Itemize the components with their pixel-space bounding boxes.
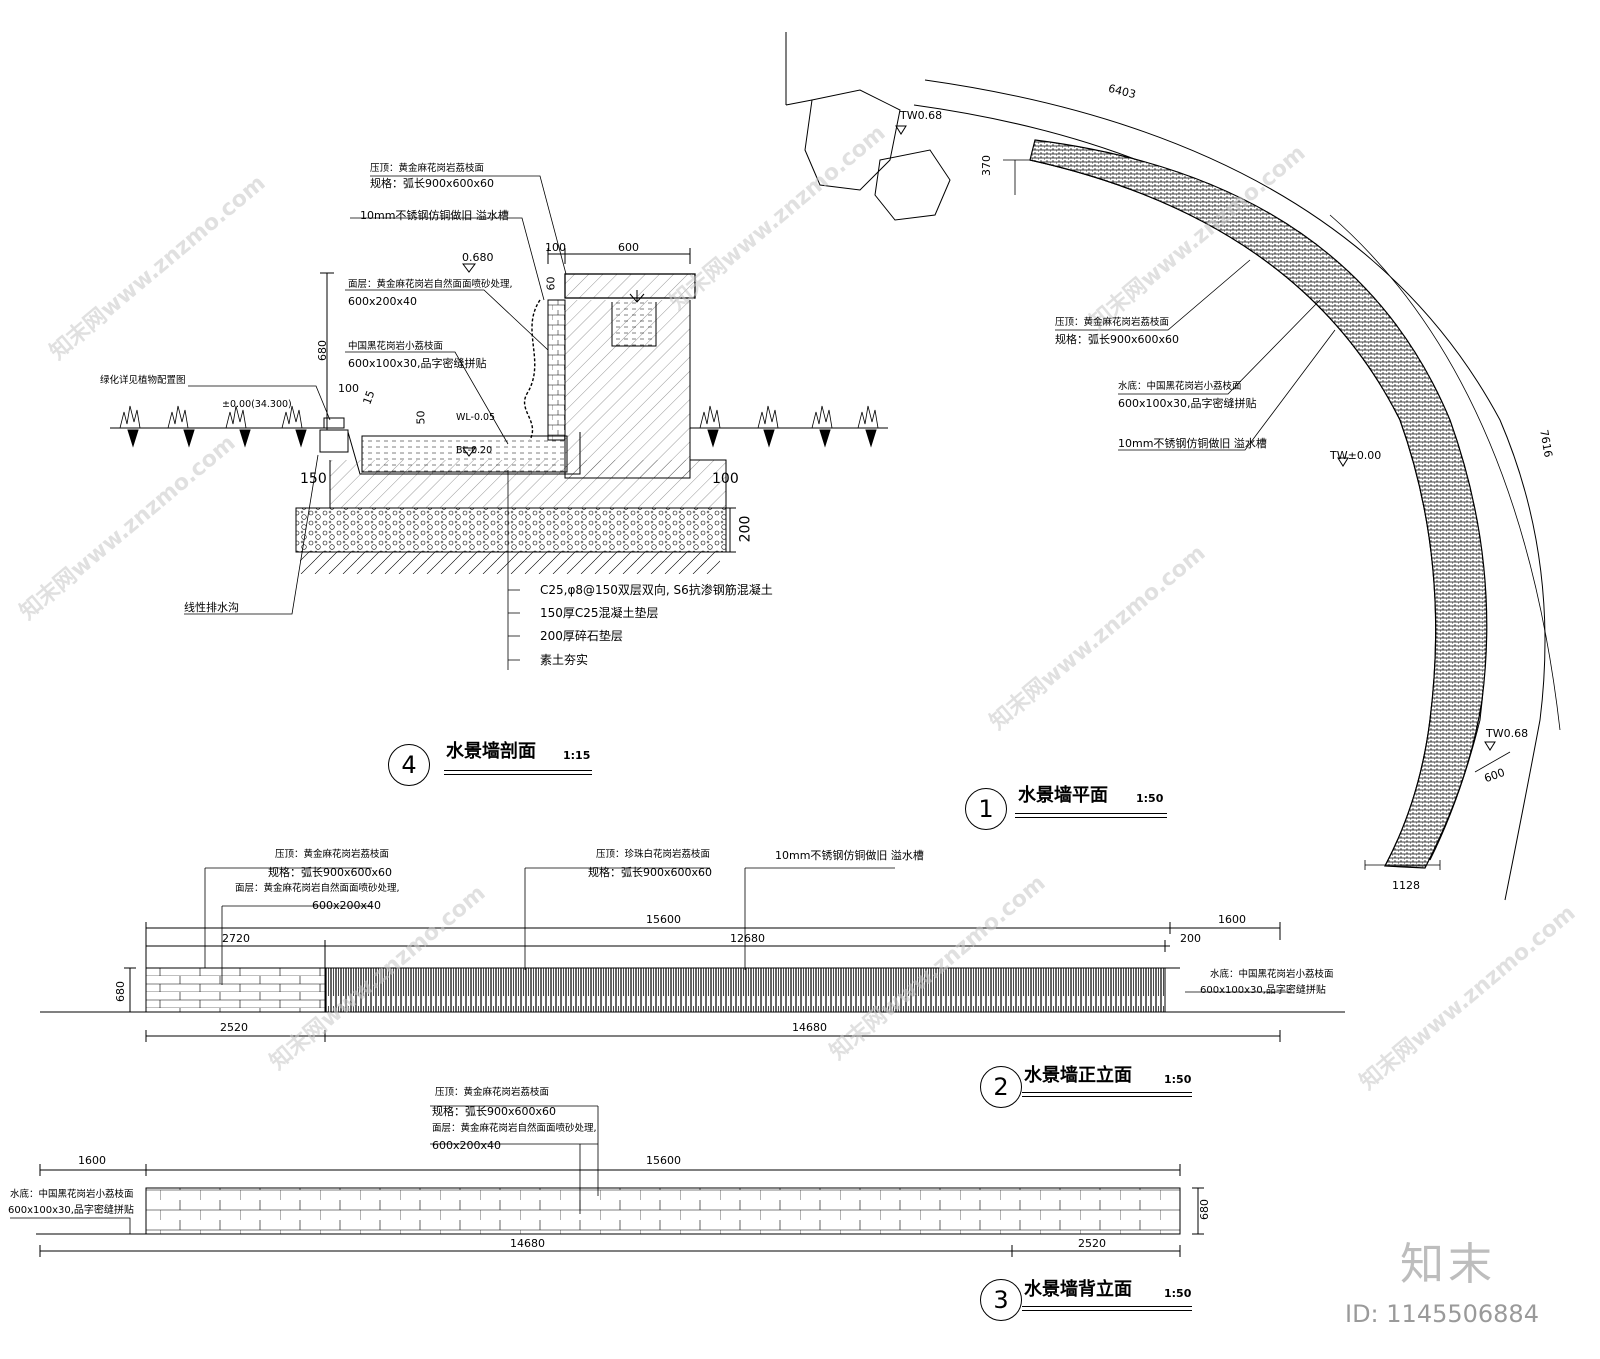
- title-underline: [444, 770, 592, 771]
- dim-label: 50: [414, 410, 428, 425]
- level-label: ±0.00(34.300): [222, 399, 292, 410]
- dim-label: 15600: [646, 913, 681, 926]
- title-underline: [444, 774, 592, 775]
- dim-label: 680: [114, 981, 127, 1002]
- note-drain: 线性排水沟: [184, 601, 239, 614]
- brand-logo: 知末: [1400, 1239, 1496, 1290]
- note-bottom: 中国黑花岗岩小荔枝面: [348, 341, 444, 352]
- dim-label: 2520: [1078, 1237, 1106, 1250]
- dim-label: 100: [712, 471, 739, 487]
- level-label: TW±0.00: [1330, 449, 1382, 462]
- note-coping-spec: 规格：弧长900x600x60: [268, 866, 393, 879]
- note-coping: 压顶：黄金麻花岗岩荔枝面: [275, 849, 390, 860]
- section-number-badge: 4: [388, 744, 430, 786]
- note-facing-spec: 600x200x40: [312, 899, 382, 912]
- section-scale: 1:50: [1164, 1287, 1192, 1300]
- dim-label: 60: [544, 276, 558, 291]
- note-facing: 面层：黄金麻花岗岩自然面面喷砂处理,: [348, 279, 513, 290]
- section-title: 水景墙正立面: [1024, 1065, 1132, 1086]
- note-facing: 面层：黄金麻花岗岩自然面面喷砂处理,: [432, 1123, 597, 1134]
- level-label: TW0.68: [900, 109, 943, 122]
- section-title: 水景墙剖面: [446, 741, 536, 762]
- section-number-badge: 2: [980, 1066, 1022, 1108]
- section-scale: 1:15: [563, 749, 591, 762]
- level-label: WL-0.05: [456, 412, 496, 423]
- dim-label: 14680: [510, 1237, 545, 1250]
- note-bottom: 水底：中国黑花岗岩小荔枝面: [10, 1189, 134, 1200]
- dim-label: 600: [618, 241, 639, 254]
- dim-label: 100: [545, 241, 566, 254]
- level-label: TW0.68: [1486, 727, 1529, 740]
- note-facing: 面层：黄金麻花岗岩自然面面喷砂处理,: [235, 883, 400, 894]
- dim-label: 12680: [730, 932, 765, 945]
- note-coping-spec: 规格：弧长900x600x60: [432, 1105, 557, 1118]
- note-facing-spec: 600x200x40: [348, 295, 418, 308]
- note-coping2: 压顶：珍珠白花岗岩荔枝面: [596, 849, 711, 860]
- note-bottom: 水底：中国黑花岗岩小荔枝面: [1118, 381, 1242, 392]
- dim-label: 680: [1198, 1199, 1211, 1220]
- dim-label: 680: [316, 340, 329, 361]
- title-underline: [1015, 817, 1167, 818]
- note-coping: 压顶：黄金麻花岗岩荔枝面: [435, 1087, 550, 1098]
- note-layer4: 素土夯实: [540, 653, 589, 667]
- note-layer1: C25,φ8@150双层双向, S6抗渗钢筋混凝土: [540, 583, 773, 597]
- dim-label: 100: [338, 382, 359, 395]
- dim-label: 14680: [792, 1021, 827, 1034]
- dim-label: 1600: [78, 1154, 106, 1167]
- section-scale: 1:50: [1164, 1073, 1192, 1086]
- dim-label: 1600: [1218, 913, 1246, 926]
- dim-label: 200: [737, 515, 754, 543]
- dim-label: 370: [980, 155, 993, 176]
- note-bottom-spec: 600x100x30,品字密缝拼贴: [348, 357, 487, 370]
- section-scale: 1:50: [1136, 792, 1164, 805]
- note-bottom-spec: 600x100x30,品字密缝拼贴: [8, 1205, 134, 1216]
- note-bottom-spec: 600x100x30,品字密缝拼贴: [1118, 397, 1257, 410]
- note-layer3: 200厚碎石垫层: [540, 629, 623, 643]
- section-title: 水景墙背立面: [1024, 1279, 1132, 1300]
- dim-label: 2720: [222, 932, 250, 945]
- note-coping2-spec: 规格：弧长900x600x60: [588, 866, 713, 879]
- note-trough: 10mm不锈钢仿铜做旧 溢水槽: [775, 849, 924, 862]
- dim-label: 15600: [646, 1154, 681, 1167]
- note-bottom-spec: 600x100x30,品字密缝拼贴: [1200, 985, 1326, 996]
- note-coping: 压顶：黄金麻花岗岩荔枝面: [370, 163, 485, 174]
- note-planting: 绿化详见植物配置图: [100, 375, 186, 386]
- note-layer2: 150厚C25混凝土垫层: [540, 606, 659, 620]
- level-label: 0.680: [462, 251, 494, 264]
- title-underline: [1022, 1310, 1192, 1311]
- note-trough: 10mm不锈钢仿铜做旧 溢水槽: [360, 209, 509, 222]
- note-facing-spec: 600x200x40: [432, 1139, 502, 1152]
- section-number-badge: 1: [965, 788, 1007, 830]
- section-number-badge: 3: [980, 1279, 1022, 1321]
- title-underline: [1022, 1096, 1192, 1097]
- dim-label: 150: [300, 471, 327, 487]
- section-title: 水景墙平面: [1018, 785, 1108, 806]
- title-underline: [1022, 1092, 1192, 1093]
- dim-label: 200: [1180, 932, 1201, 945]
- watermark-id: ID: 1145506884: [1345, 1300, 1539, 1328]
- level-label: BL-0.20: [456, 445, 493, 456]
- note-coping-spec: 规格：弧长900x600x60: [370, 177, 495, 190]
- dim-label: 2520: [220, 1021, 248, 1034]
- note-coping: 压顶：黄金麻花岗岩荔枝面: [1055, 317, 1170, 328]
- note-trough: 10mm不锈钢仿铜做旧 溢水槽: [1118, 437, 1267, 450]
- dim-label: 1128: [1392, 879, 1420, 892]
- note-bottom: 水底：中国黑花岗岩小荔枝面: [1210, 969, 1334, 980]
- title-underline: [1022, 1306, 1192, 1307]
- note-coping-spec: 规格：弧长900x600x60: [1055, 333, 1180, 346]
- title-underline: [1015, 813, 1167, 814]
